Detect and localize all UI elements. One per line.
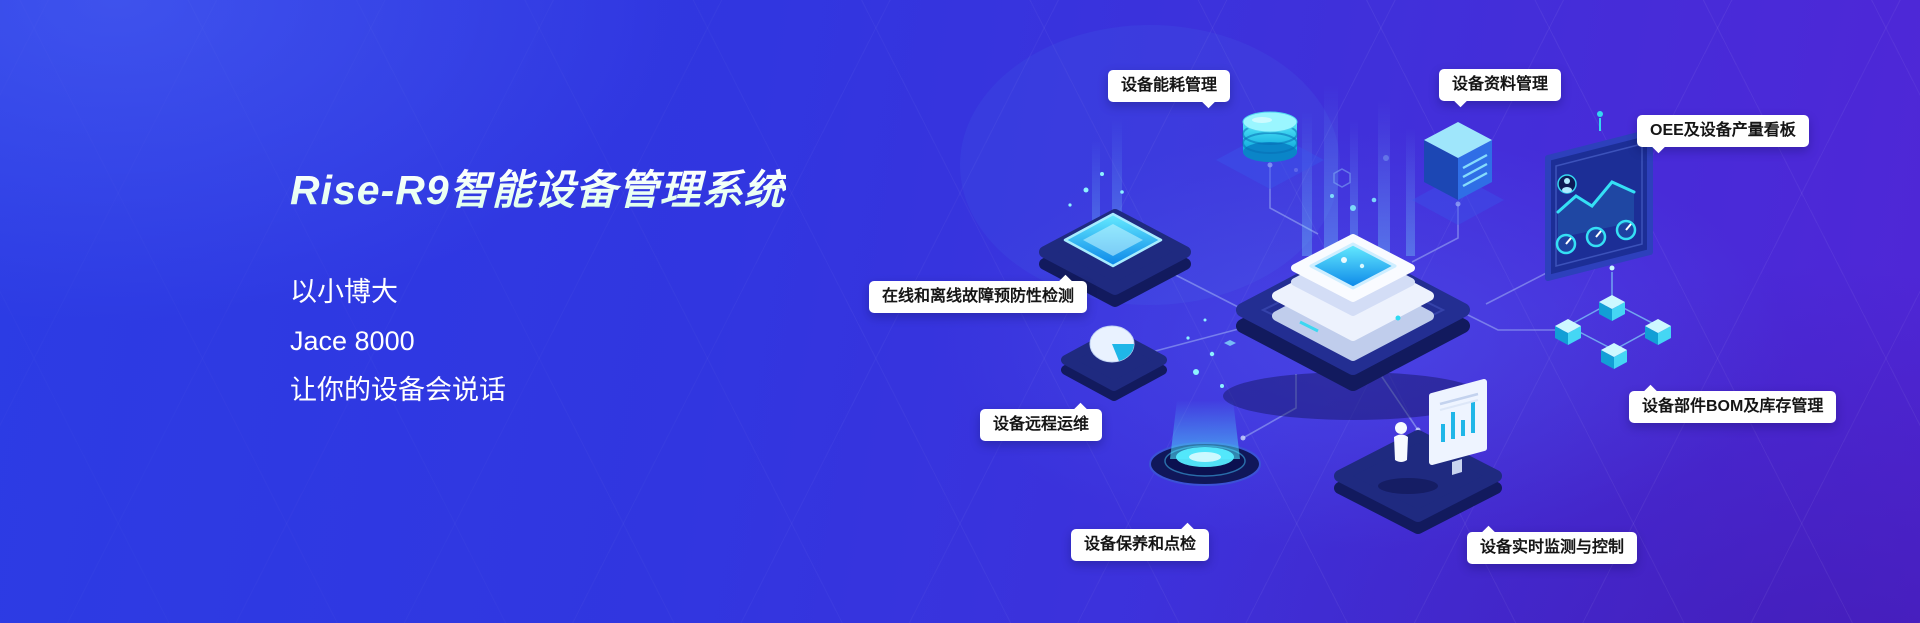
connector-lines xyxy=(1141,162,1567,441)
callout-energy-management: 设备能耗管理 xyxy=(1108,70,1231,102)
oee-dashboard-icon xyxy=(1545,111,1653,281)
tagline: 以小博大 Jace 8000 让你的设备会说话 xyxy=(290,268,786,415)
page-title: Rise-R9智能设备管理系统 xyxy=(290,156,786,216)
callout-maintenance-inspection: 设备保养和点检 xyxy=(1071,529,1210,561)
hologram-projector-icon xyxy=(1149,318,1261,486)
central-gateway-icon xyxy=(1223,194,1483,420)
floor-glow xyxy=(930,130,1790,550)
network-cubes-icon xyxy=(1555,265,1671,369)
top-glow xyxy=(960,25,1340,305)
callout-bom-inventory: 设备部件BOM及库存管理 xyxy=(1629,391,1837,423)
callout-fault-detection: 在线和离线故障预防性检测 xyxy=(869,281,1088,313)
pie-chart-icon xyxy=(1061,325,1167,401)
callout-oee-dashboard: OEE及设备产量看板 xyxy=(1637,115,1809,147)
callout-realtime-monitoring: 设备实时监测与控制 xyxy=(1467,532,1638,564)
callout-remote-operations: 设备远程运维 xyxy=(980,409,1103,441)
callout-document-management: 设备资料管理 xyxy=(1439,69,1562,101)
workstation-person-icon xyxy=(1334,379,1502,534)
hero-copy: Rise-R9智能设备管理系统 以小博大 Jace 8000 让你的设备会说话 xyxy=(290,156,786,415)
light-beams xyxy=(1092,84,1415,256)
database-icon xyxy=(1216,111,1324,189)
server-rack-icon xyxy=(1412,122,1504,225)
tagline-line-3: 让你的设备会说话 xyxy=(290,375,506,405)
tagline-line-1: 以小博大 xyxy=(290,277,398,307)
tagline-line-2: Jace 8000 xyxy=(290,326,415,356)
